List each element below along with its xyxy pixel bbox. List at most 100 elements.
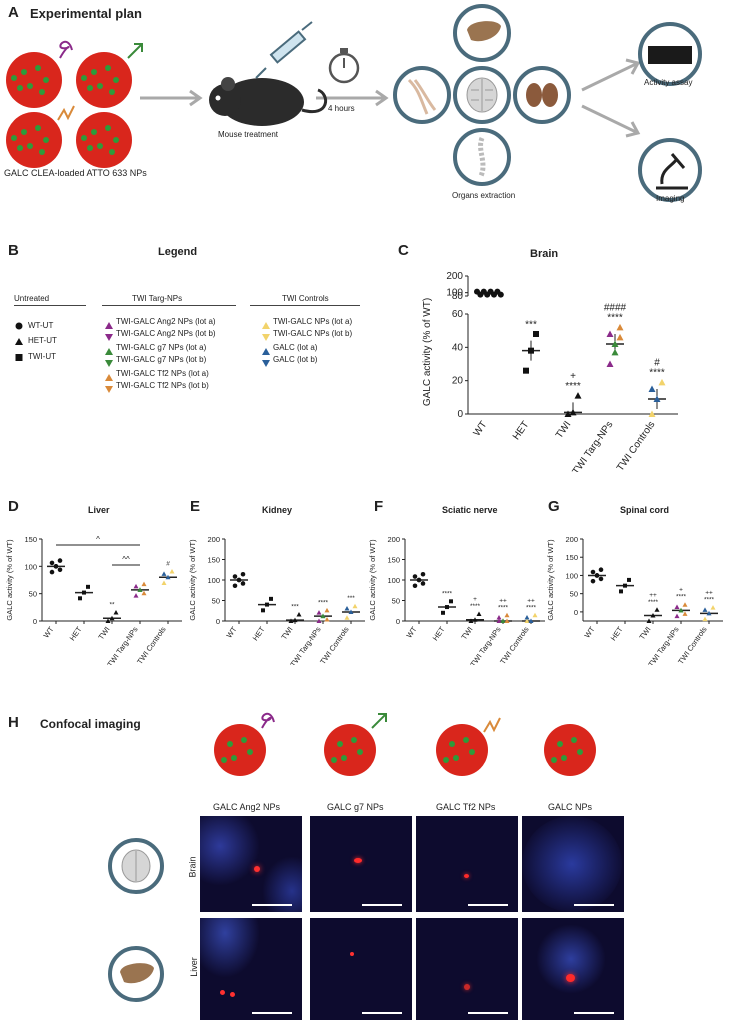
legend-item-galc-a: GALC (lot a) <box>273 343 318 352</box>
legend-item-twi: TWI-UT <box>28 352 56 361</box>
data-point <box>441 610 445 615</box>
kidney-organ-circle <box>513 66 571 124</box>
data-point <box>240 581 246 586</box>
x-tick-label: TWI Targ-NPs <box>571 419 616 472</box>
data-point <box>504 612 510 618</box>
y-axis-label: GALC activity (% of WT) <box>546 539 555 621</box>
scale-bar <box>362 1012 402 1014</box>
x-tick-label: HET <box>68 625 84 643</box>
significance-label: ++ <box>705 590 713 597</box>
data-point <box>344 606 350 611</box>
y-axis-label: GALC activity (% of WT) <box>5 539 14 621</box>
y-tick-label: 150 <box>24 535 37 544</box>
x-tick-label: HET <box>511 419 531 442</box>
data-point <box>523 367 529 374</box>
y-tick-label: 0 <box>574 608 578 617</box>
mouse-label: Mouse treatment <box>218 130 279 139</box>
panel-g-letter: G <box>548 498 560 515</box>
data-point <box>296 611 302 617</box>
data-point <box>528 347 534 354</box>
data-point <box>569 408 577 416</box>
data-point <box>497 291 504 298</box>
x-tick-label: HET <box>609 625 625 643</box>
data-point <box>292 617 298 623</box>
y-tick-label: 80 <box>452 291 464 302</box>
data-point <box>161 571 167 576</box>
col-label-tf2: GALC Tf2 NPs <box>436 802 496 812</box>
x-tick-label: TWI <box>637 625 652 641</box>
legend-item-ang2b: TWI-GALC Ang2 NPs (lot b) <box>116 329 216 338</box>
data-point <box>420 581 426 586</box>
data-point <box>674 604 680 609</box>
significance-label: *** <box>347 595 355 602</box>
liver-icon <box>467 21 501 42</box>
np-g7 <box>76 43 143 108</box>
data-point <box>169 569 175 574</box>
data-point <box>606 360 614 367</box>
significance-label: ** <box>109 602 115 609</box>
significance-label: **** <box>498 604 509 611</box>
panel-e-letter: E <box>190 498 201 515</box>
scale-bar <box>468 904 508 906</box>
data-point <box>53 564 59 569</box>
legend-item-galcnp-b: TWI-GALC NPs (lot b) <box>273 329 353 338</box>
confocal-liver-circle <box>108 946 164 1002</box>
data-point <box>496 618 502 623</box>
x-tick-label: TWI Controls <box>676 625 709 665</box>
time-label: 4 hours <box>328 104 355 113</box>
data-point <box>269 596 273 601</box>
significance-label: **** <box>442 590 453 597</box>
x-tick-label: TWI <box>459 625 474 641</box>
x-tick-label: TWI <box>554 419 574 440</box>
stopwatch-icon <box>328 48 360 84</box>
data-point <box>109 615 115 621</box>
data-point <box>654 607 660 612</box>
confocal-brain-circle <box>108 838 164 894</box>
x-tick-label: TWI Controls <box>498 625 531 665</box>
data-point <box>564 410 572 417</box>
data-point <box>232 574 238 579</box>
micrograph-liver-galc <box>522 918 624 1020</box>
data-point <box>598 567 604 573</box>
data-point <box>232 583 238 589</box>
bracket-label: ^^ <box>122 555 130 564</box>
data-point <box>476 611 482 617</box>
data-point <box>616 323 624 331</box>
significance-label: + <box>473 596 477 603</box>
panel-b-letter: B <box>8 242 19 259</box>
y-tick-label: 0 <box>33 617 37 626</box>
legend-item-g7b: TWI-GALC g7 NPs (lot b) <box>116 355 207 364</box>
significance-label: #### <box>604 303 627 314</box>
np-ang2 <box>6 40 73 108</box>
data-point <box>533 331 539 337</box>
data-point <box>611 348 619 356</box>
panel-a-letter: A <box>8 4 19 21</box>
data-point <box>412 583 418 589</box>
significance-label: # <box>166 561 170 568</box>
data-point <box>113 610 119 615</box>
x-tick-label: HET <box>251 625 267 643</box>
organs-label: Organs extraction <box>452 191 516 200</box>
scale-bar <box>252 1012 292 1014</box>
y-axis-label: GALC activity (% of WT) <box>422 298 433 406</box>
nerve-organ-circle <box>393 66 451 124</box>
mouse-icon <box>209 77 327 126</box>
data-point <box>648 385 656 392</box>
data-point <box>616 333 624 341</box>
data-point <box>261 608 265 613</box>
micrograph-brain-tf2 <box>416 816 518 912</box>
data-point <box>674 613 680 619</box>
data-point <box>524 618 530 623</box>
data-point <box>288 618 294 623</box>
legend-item-ang2a: TWI-GALC Ang2 NPs (lot a) <box>116 317 216 326</box>
x-tick-label: WT <box>225 625 239 640</box>
significance-label: **** <box>565 381 581 392</box>
significance-label: + <box>570 371 576 382</box>
spine-organ-circle <box>453 128 511 186</box>
significance-label: + <box>679 587 683 594</box>
significance-label: ++ <box>499 597 507 604</box>
data-point <box>137 587 143 592</box>
liver-icon <box>120 963 154 984</box>
